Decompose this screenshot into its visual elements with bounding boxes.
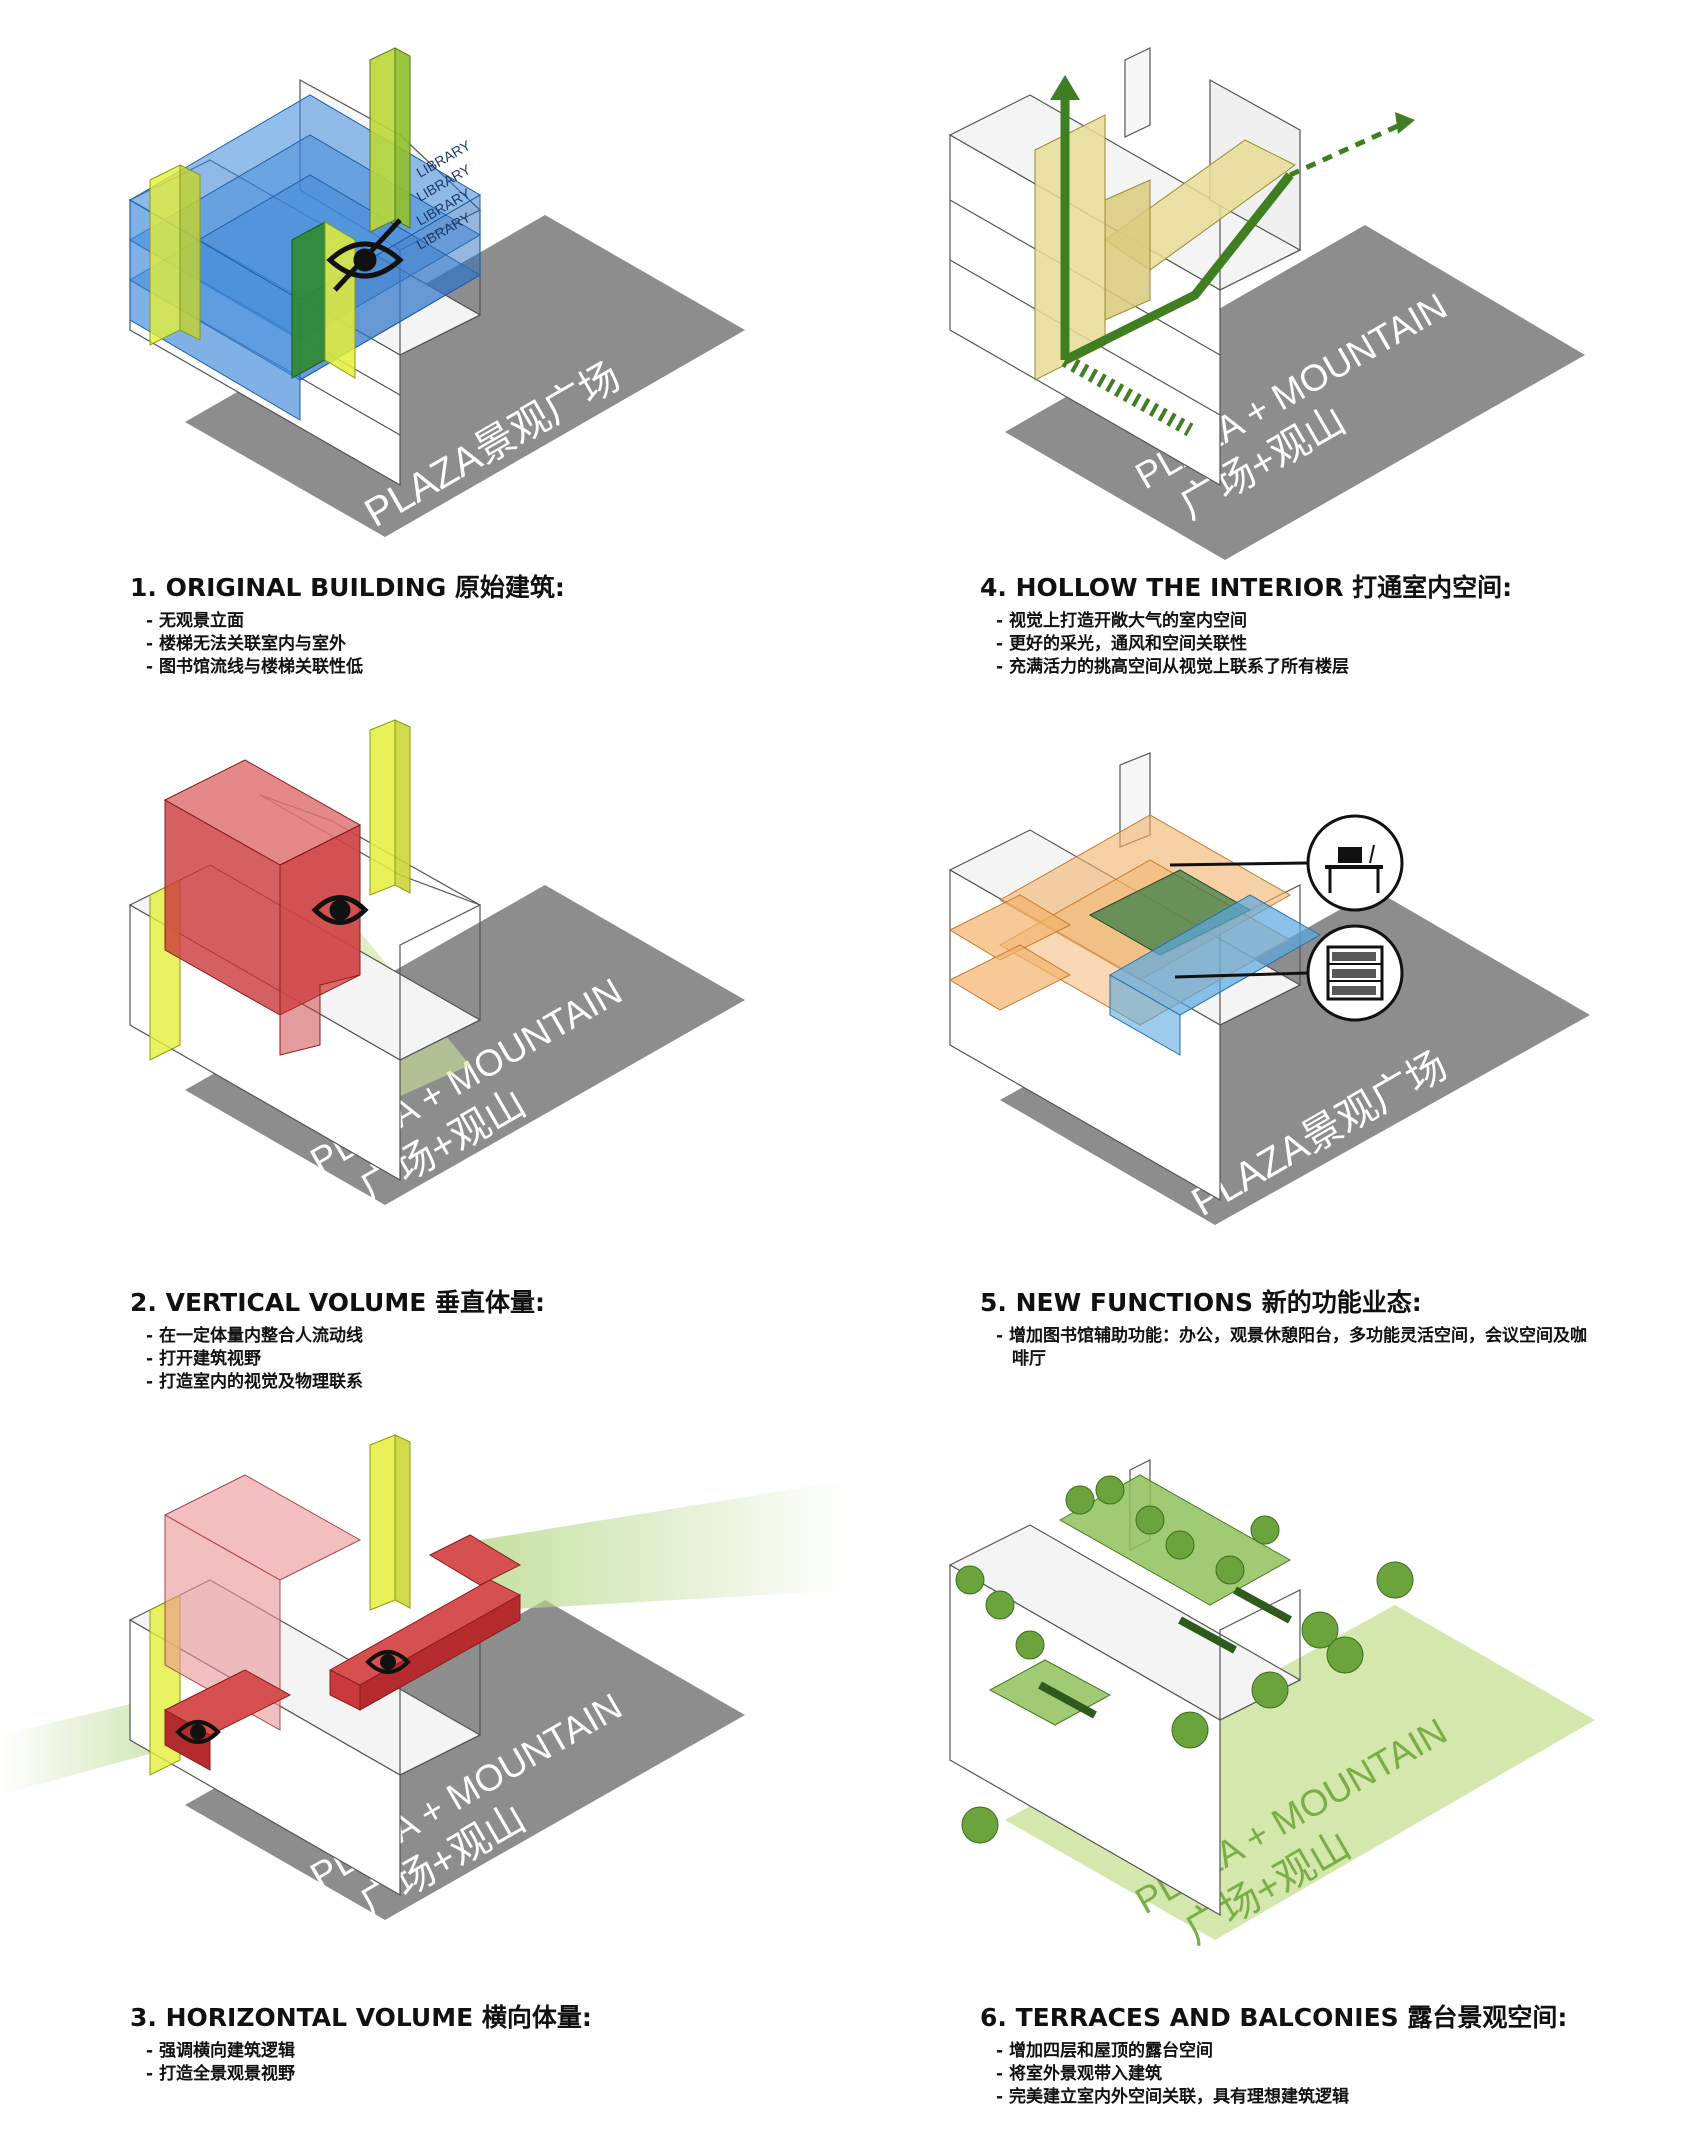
panel-title: 4. HOLLOW THE INTERIOR 打通室内空间: xyxy=(980,573,1513,602)
bullet-list: 强调横向建筑逻辑 打造全景观景视野 xyxy=(130,2040,830,2086)
stair-tower-left xyxy=(149,164,201,346)
stair-tower xyxy=(369,1434,411,1611)
vertical-volume xyxy=(163,759,362,1056)
bullet-item: 视觉上打造开敞大气的室内空间 xyxy=(980,610,1680,633)
panel-title: 3. HORIZONTAL VOLUME 横向体量: xyxy=(130,2003,592,2032)
view-arrows xyxy=(1038,1586,1292,1719)
eye-icon xyxy=(365,1650,411,1674)
crossed-eye-icon xyxy=(326,218,404,292)
arrow-up-icon xyxy=(1050,75,1080,100)
bullet-item: 强调横向建筑逻辑 xyxy=(130,2040,830,2063)
diagram-new-functions: PLAZA景观广场 xyxy=(948,752,1590,1225)
bullet-item: 打造全景观景视野 xyxy=(130,2063,830,2086)
trees xyxy=(955,1475,1414,1844)
hollow-void xyxy=(1034,114,1296,381)
bullet-item: 在一定体量内整合人流动线 xyxy=(130,1325,830,1348)
diagram-terraces-balconies: PLAZA + MOUNTAIN 广场+观山 xyxy=(948,1459,1595,1953)
bullet-item: 楼梯无法关联室内与室外 xyxy=(130,633,830,656)
horizontal-volume-top xyxy=(328,1534,522,1711)
bullet-item: 图书馆流线与楼梯关联性低 xyxy=(130,656,830,679)
stair-tower-center xyxy=(291,221,356,379)
leader-line-office xyxy=(1169,861,1309,867)
bullet-list: 无观景立面 楼梯无法关联室内与室外 图书馆流线与楼梯关联性低 xyxy=(130,610,830,679)
panel-new-functions: PLAZA景观广场 xyxy=(850,715,1700,1430)
leader-line-library xyxy=(1174,971,1309,979)
stair-tower xyxy=(369,719,411,896)
panel-original-building: PLAZA景观广场 LIBRARY LIBRARY LIBRARY LIBRAR… xyxy=(0,0,850,715)
panel-title: 5. NEW FUNCTIONS 新的功能业态: xyxy=(980,1288,1422,1317)
bullet-item: 无观景立面 xyxy=(130,610,830,633)
panel-title: 2. VERTICAL VOLUME 垂直体量: xyxy=(130,1288,545,1317)
diagram-hollow-interior: PLAZA + MOUNTAIN 广场+观山 xyxy=(948,47,1585,560)
function-volumes xyxy=(948,814,1322,1056)
diagram-horizontal-volume: PLAZA + MOUNTAIN 广场+观山 xyxy=(0,1434,850,1926)
bullet-item: 充满活力的挑高空间从视觉上联系了所有楼层 xyxy=(980,656,1680,679)
bullet-item: 增加图书馆辅助功能：办公，观景休憩阳台，多功能灵活空间，会议空间及咖啡厅 xyxy=(980,1325,1600,1371)
circulation-arrows xyxy=(1060,95,1402,437)
bookshelf-icon xyxy=(1306,924,1404,1022)
bullet-item: 打造室内的视觉及物理联系 xyxy=(130,1371,830,1394)
diagram-vertical-volume: PLAZA + MOUNTAIN 广场+观山 xyxy=(128,719,745,1211)
panel-title: 1. ORIGINAL BUILDING 原始建筑: xyxy=(130,573,565,602)
bullet-item: 增加四层和屋顶的露台空间 xyxy=(980,2040,1680,2063)
panel-terraces-balconies: PLAZA + MOUNTAIN 广场+观山 xyxy=(850,1430,1700,2145)
eye-icon xyxy=(311,895,369,925)
diagram-original-building: PLAZA景观广场 LIBRARY LIBRARY LIBRARY LIBRAR… xyxy=(128,47,745,537)
stair-tower-right xyxy=(369,47,411,233)
arrow-right-icon xyxy=(1395,112,1415,134)
bullet-item: 完美建立室内外空间关联，具有理想建筑逻辑 xyxy=(980,2086,1680,2109)
bullet-item: 将室外景观带入建筑 xyxy=(980,2063,1680,2086)
bullet-item: 更好的采光，通风和空间关联性 xyxy=(980,633,1680,656)
bullet-list: 视觉上打造开敞大气的室内空间 更好的采光，通风和空间关联性 充满活力的挑高空间从… xyxy=(980,610,1680,679)
view-glow-right xyxy=(480,1480,850,1610)
plaza-ground xyxy=(185,215,745,537)
panel-hollow-interior: PLAZA + MOUNTAIN 广场+观山 4. HOLLOW THE INT… xyxy=(850,0,1700,715)
panel-vertical-volume: PLAZA + MOUNTAIN 广场+观山 2. VE xyxy=(0,715,850,1430)
office-icon xyxy=(1306,814,1404,912)
plaza-ground xyxy=(1005,225,1585,560)
eye-icon xyxy=(175,1720,221,1744)
bullet-list: 增加四层和屋顶的露台空间 将室外景观带入建筑 完美建立室内外空间关联，具有理想建… xyxy=(980,2040,1680,2109)
bullet-list: 增加图书馆辅助功能：办公，观景休憩阳台，多功能灵活空间，会议空间及咖啡厅 xyxy=(980,1325,1600,1371)
panel-title: 6. TERRACES AND BALCONIES 露台景观空间: xyxy=(980,2003,1568,2032)
panel-horizontal-volume: PLAZA + MOUNTAIN 广场+观山 xyxy=(0,1430,850,2145)
bullet-item: 打开建筑视野 xyxy=(130,1348,830,1371)
bullet-list: 在一定体量内整合人流动线 打开建筑视野 打造室内的视觉及物理联系 xyxy=(130,1325,830,1394)
